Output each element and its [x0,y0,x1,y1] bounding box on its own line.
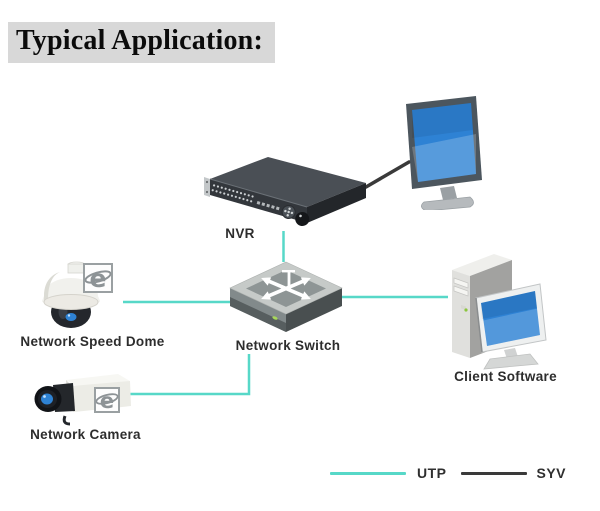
speed-dome-label: Network Speed Dome [20,334,165,349]
pc-monitor-screen [481,291,540,346]
speed-dome-illustration: e [42,261,113,328]
pc-monitor-base [483,353,539,370]
camera-lens-glass [41,393,53,405]
switch-arrows-icon [261,270,311,300]
camera-top-face [66,374,130,387]
legend-utp-label: UTP [417,465,447,481]
dome-skirt [43,294,99,310]
page-title: Typical Application: [8,22,275,63]
nvr-label: NVR [225,226,255,241]
client-pc-illustration [452,254,547,370]
network-switch-label: Network Switch [235,338,341,353]
legend-syv-label: SYV [536,465,567,481]
network-camera-label: Network Camera [30,427,141,442]
monitor-base [421,196,474,210]
ie-badge: e [83,263,113,293]
monitor-screen [412,103,476,182]
drive-bay [453,285,469,297]
switch-side-face [286,288,342,332]
nvr-front-buttons [211,184,310,227]
monitor-illustration [406,96,482,210]
nvr-rack-ear [204,177,210,197]
camera-mount [62,415,71,426]
legend-utp-line [330,471,406,475]
ie-badge-e: e [90,264,107,293]
nvr-side-face [307,183,366,223]
network-switch-illustration [229,261,343,332]
tower-top-face [452,254,512,276]
tower-button [461,304,466,310]
monitor-neck [440,186,457,200]
ie-badge: e [94,387,120,413]
dome-mount-cap [67,263,86,274]
dome-lens [65,313,77,321]
legend: UTP SYV [330,463,566,483]
tower-led [464,308,468,312]
switch-led [272,316,278,320]
legend-syv-line [460,471,527,475]
box-camera-illustration: e [34,374,131,426]
nvr-jog-dial [295,212,310,227]
client-software-label: Client Software [454,369,557,384]
nvr-top-face [210,157,366,207]
nvr-illustration [204,157,366,227]
cable-camera-switch-utp [128,354,251,396]
drive-bay [453,277,469,289]
